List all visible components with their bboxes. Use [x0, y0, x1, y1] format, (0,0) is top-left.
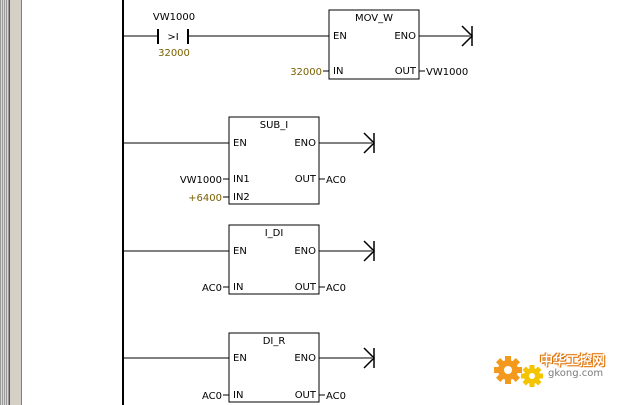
compare-contact[interactable]: >I [157, 29, 189, 44]
contact-operand: VW1000 [153, 12, 195, 23]
left-scroll-gutter [0, 0, 10, 405]
out-value: AC0 [326, 283, 346, 294]
out-value: AC0 [326, 391, 346, 402]
eno-pin-label: ENO [294, 138, 316, 149]
out-pin-label: OUT [295, 390, 317, 401]
eno-pin-label: ENO [294, 246, 316, 257]
contact-compare-symbol: >I [167, 32, 178, 43]
sub-i-block[interactable]: SUB_I EN ENO IN1 OUT IN2 [228, 116, 320, 205]
in-pin-label: IN [233, 282, 243, 293]
watermark-text-cn: 中华工控网 [540, 354, 606, 369]
block-title: MOV_W [355, 13, 393, 24]
out-value: AC0 [326, 175, 346, 186]
en-pin-label: EN [233, 246, 247, 257]
in-pin-label: IN [233, 390, 243, 401]
eno-output-arrow-icon [363, 132, 376, 154]
mov-w-block[interactable]: MOV_W EN ENO IN OUT [328, 9, 420, 80]
watermark-text-en: gkong.com [548, 368, 604, 379]
out-pin-label: OUT [295, 174, 317, 185]
gear-logo-icon [494, 356, 543, 387]
in-value: 32000 [290, 67, 322, 78]
in2-pin-label: IN2 [233, 192, 250, 203]
network-margin [10, 0, 22, 405]
block-title: DI_R [263, 336, 286, 347]
in-value: AC0 [202, 391, 222, 402]
network-4[interactable]: DI_R EN ENO IN OUT AC0 AC0 [123, 332, 376, 403]
block-title: SUB_I [260, 120, 288, 131]
in2-value: +6400 [188, 193, 222, 204]
in1-value: VW1000 [180, 175, 222, 186]
network-1[interactable]: >I VW1000 32000 MOV_W EN ENO IN OUT 3200… [123, 9, 474, 80]
in-pin-label: IN [333, 66, 343, 77]
eno-output-arrow-icon [461, 25, 474, 47]
network-3[interactable]: I_DI EN ENO IN OUT AC0 AC0 [123, 224, 376, 295]
in1-pin-label: IN1 [233, 174, 250, 185]
out-value: VW1000 [426, 67, 468, 78]
out-pin-label: OUT [395, 66, 417, 77]
in-value: AC0 [202, 283, 222, 294]
out-pin-label: OUT [295, 282, 317, 293]
contact-constant: 32000 [158, 48, 190, 59]
en-pin-label: EN [233, 353, 247, 364]
en-pin-label: EN [233, 138, 247, 149]
eno-output-arrow-icon [363, 240, 376, 262]
eno-pin-label: ENO [394, 31, 416, 42]
network-2[interactable]: SUB_I EN ENO IN1 OUT IN2 VW1000 +6400 AC… [123, 116, 376, 205]
eno-output-arrow-icon [363, 347, 376, 369]
block-title: I_DI [265, 228, 284, 239]
di-r-block[interactable]: DI_R EN ENO IN OUT [228, 332, 320, 403]
gkong-watermark: 中华工控网 gkong.com [492, 348, 622, 394]
en-pin-label: EN [333, 31, 347, 42]
i-di-block[interactable]: I_DI EN ENO IN OUT [228, 224, 320, 295]
eno-pin-label: ENO [294, 353, 316, 364]
